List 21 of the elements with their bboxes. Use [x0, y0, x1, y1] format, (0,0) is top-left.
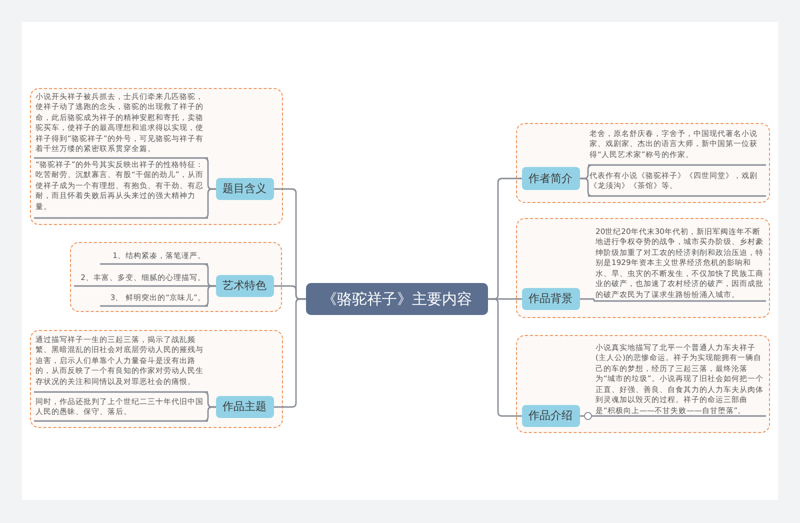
- topic-boundary: [516, 123, 770, 203]
- branch-topic: 作品介绍: [522, 404, 580, 426]
- connector-line: [100, 285, 216, 307]
- branch-topic: 作者简介: [522, 166, 580, 190]
- connector-line: [274, 298, 306, 408]
- topic-boundary: [30, 88, 283, 225]
- branch-topic: 艺术特色: [216, 274, 274, 296]
- topic-boundary: [516, 335, 770, 433]
- topic-boundary: [516, 218, 770, 318]
- branch-topic: 作品背景: [522, 288, 580, 310]
- connector-line: [580, 415, 766, 417]
- connector-line: [580, 178, 766, 197]
- topic-boundary: [70, 242, 282, 312]
- branch-topic: 题目含义: [216, 178, 274, 200]
- connector-line: [34, 188, 216, 219]
- central-topic: 《骆驼祥子》主要内容: [306, 283, 488, 315]
- connector-line: [34, 406, 216, 422]
- connector-line: [580, 298, 766, 302]
- branch-topic: 作品主题: [216, 396, 274, 418]
- connector-line: [488, 298, 522, 417]
- topic-boundary: [30, 330, 283, 428]
